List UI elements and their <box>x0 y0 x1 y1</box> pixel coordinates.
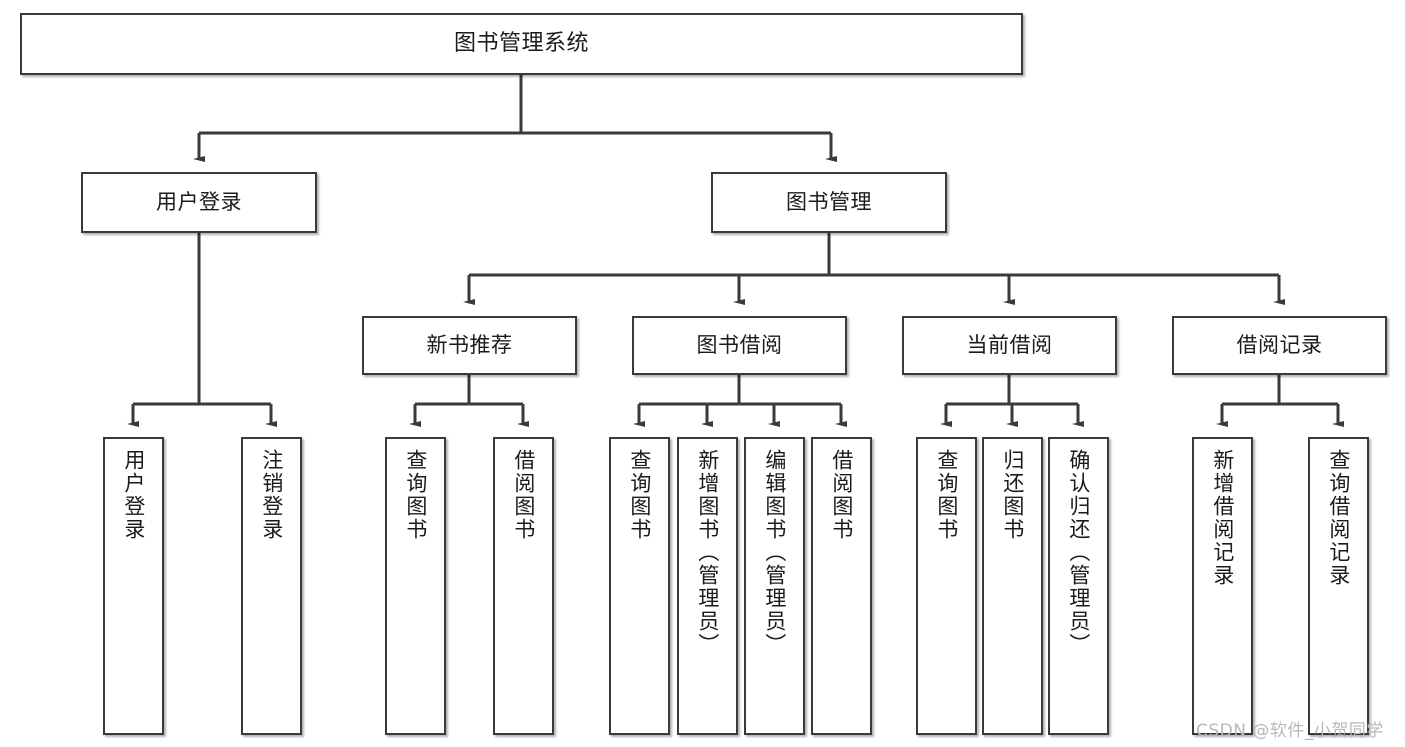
node-label: 借阅记录 <box>1236 333 1323 358</box>
leaf-add-borrow-record[interactable]: 新增借阅记录 <box>1192 437 1253 735</box>
leaf-query-book-recommend[interactable]: 查询图书 <box>385 437 446 735</box>
node-label: 编辑图书（管理员） <box>762 449 787 656</box>
node-label: 图书管理系统 <box>453 31 589 57</box>
node-label: 新增图书（管理员） <box>695 449 720 656</box>
node-label: 借阅图书 <box>829 449 854 541</box>
leaf-user-login[interactable]: 用户登录 <box>103 437 164 735</box>
node-label: 确认归还（管理员） <box>1066 449 1091 656</box>
node-label: 归还图书 <box>1000 449 1025 541</box>
node-label: 图书管理 <box>786 190 872 215</box>
node-label: 新增借阅记录 <box>1210 449 1235 587</box>
node-label: 当前借阅 <box>966 333 1053 358</box>
leaf-edit-book-admin[interactable]: 编辑图书（管理员） <box>744 437 805 735</box>
node-root-book-management-system[interactable]: 图书管理系统 <box>20 13 1023 75</box>
node-user-login[interactable]: 用户登录 <box>81 172 317 233</box>
leaf-query-borrow-record[interactable]: 查询借阅记录 <box>1308 437 1369 735</box>
node-label: 借阅图书 <box>511 449 536 541</box>
node-label: 查询借阅记录 <box>1326 449 1351 587</box>
node-label: 用户登录 <box>121 449 146 541</box>
leaf-user-logout[interactable]: 注销登录 <box>241 437 302 735</box>
leaf-borrow-book-recommend[interactable]: 借阅图书 <box>493 437 554 735</box>
node-label: 图书借阅 <box>696 333 783 358</box>
node-label: 查询图书 <box>403 449 428 541</box>
csdn-watermark: CSDN @软件_小贺同学 <box>1196 721 1384 741</box>
leaf-return-book[interactable]: 归还图书 <box>982 437 1043 735</box>
node-label: 查询图书 <box>934 449 959 541</box>
node-current-borrow[interactable]: 当前借阅 <box>902 316 1117 375</box>
leaf-confirm-return-admin[interactable]: 确认归还（管理员） <box>1048 437 1109 735</box>
leaf-add-book-admin[interactable]: 新增图书（管理员） <box>677 437 738 735</box>
node-new-book-recommend[interactable]: 新书推荐 <box>362 316 577 375</box>
node-label: 用户登录 <box>156 190 242 215</box>
node-label: 新书推荐 <box>426 333 513 358</box>
node-book-borrow[interactable]: 图书借阅 <box>632 316 847 375</box>
node-label: 注销登录 <box>259 449 284 541</box>
leaf-query-book-current[interactable]: 查询图书 <box>916 437 977 735</box>
leaf-query-book-borrow[interactable]: 查询图书 <box>609 437 670 735</box>
leaf-borrow-book[interactable]: 借阅图书 <box>811 437 872 735</box>
node-label: 查询图书 <box>627 449 652 541</box>
node-borrow-record[interactable]: 借阅记录 <box>1172 316 1387 375</box>
node-book-management[interactable]: 图书管理 <box>711 172 947 233</box>
